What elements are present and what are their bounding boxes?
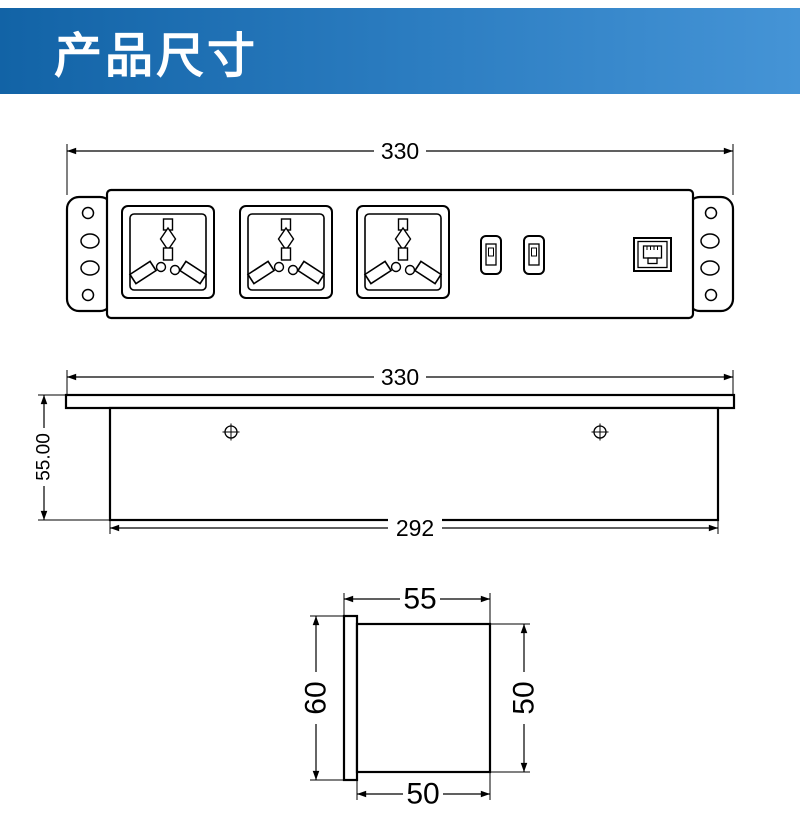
top-flange [64, 393, 736, 410]
mounting-ear-right [686, 195, 735, 313]
recessed-body [108, 406, 720, 522]
mounting-ear-left [65, 195, 114, 313]
lan-port-icon [633, 237, 672, 272]
universal-socket-3 [356, 205, 450, 299]
dim-overall-width-side: 330 [66, 364, 734, 395]
dim-label-330-side: 330 [381, 364, 419, 390]
dim-label-55-00: 55.00 [34, 433, 55, 481]
dim-label-50-bottom: 50 [406, 778, 439, 811]
side-view: 330 55.00 292 [34, 364, 736, 541]
dim-section-flange-height: 60 [300, 615, 344, 781]
universal-socket-1 [121, 205, 215, 299]
dim-label-60: 60 [300, 681, 333, 714]
page-title: 产品尺寸 [54, 30, 259, 83]
product-dimensions-drawing: 330 [34, 138, 736, 811]
page-title-banner: 产品尺寸 [0, 8, 800, 94]
universal-socket-2 [239, 205, 333, 299]
dim-section-outer-width: 55 [343, 583, 491, 624]
dim-height: 55.00 [34, 394, 112, 521]
dim-label-292: 292 [396, 515, 434, 541]
section-body [355, 622, 492, 774]
dim-overall-width-top: 330 [66, 138, 734, 195]
section-flange [342, 614, 359, 782]
dim-label-55: 55 [403, 583, 436, 616]
dim-cutout-width: 292 [109, 515, 719, 541]
section-view: 55 60 50 50 [300, 583, 541, 811]
dim-section-body-width: 50 [356, 772, 491, 811]
dim-section-body-height: 50 [490, 623, 541, 773]
usb-port-2-icon [523, 235, 545, 275]
top-view: 330 [65, 138, 735, 320]
dim-label-50-right: 50 [508, 681, 541, 714]
dim-label-330-top: 330 [381, 138, 419, 164]
usb-port-1-icon [480, 235, 502, 275]
